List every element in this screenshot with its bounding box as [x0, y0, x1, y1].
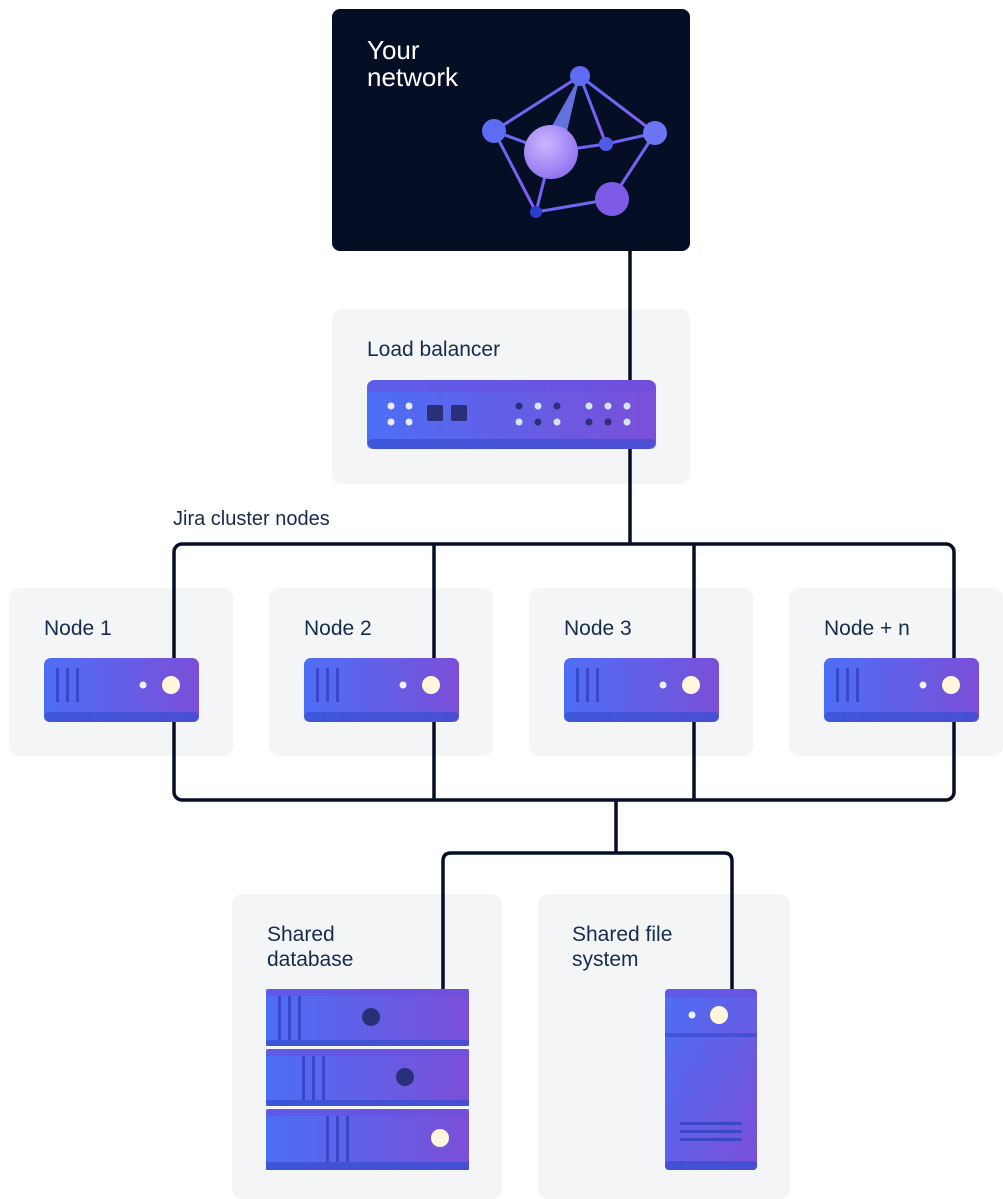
- shared-database-label: Shared database: [267, 922, 353, 972]
- shared-file-system-label: Shared file system: [572, 922, 672, 972]
- shared-file-system-label-line1: Shared file: [572, 923, 673, 946]
- node-server-3: [564, 658, 719, 722]
- shared-database-label-line1: Shared: [267, 923, 335, 946]
- shared-file-system-label-line2: system: [572, 948, 639, 971]
- cluster-label: Jira cluster nodes: [173, 508, 330, 530]
- node-server-2: [304, 658, 459, 722]
- network-box: Your network: [332, 9, 690, 251]
- network-title-line1: Your: [367, 35, 420, 65]
- node-server-n: [824, 658, 979, 722]
- node-label-3: Node 3: [564, 617, 632, 640]
- node-server-1: [44, 658, 199, 722]
- shared-file-system-tower: [665, 989, 757, 1170]
- load-balancer-device: [367, 380, 656, 449]
- network-title: Your network: [367, 37, 458, 91]
- network-graph-icon: [482, 66, 667, 218]
- node-label-n: Node + n: [824, 617, 910, 640]
- node-label-1: Node 1: [44, 617, 112, 640]
- network-title-line2: network: [367, 62, 459, 92]
- load-balancer-label: Load balancer: [367, 338, 501, 361]
- node-label-2: Node 2: [304, 617, 372, 640]
- shared-database-label-line2: database: [267, 948, 354, 971]
- shared-database-stack: [266, 989, 469, 1170]
